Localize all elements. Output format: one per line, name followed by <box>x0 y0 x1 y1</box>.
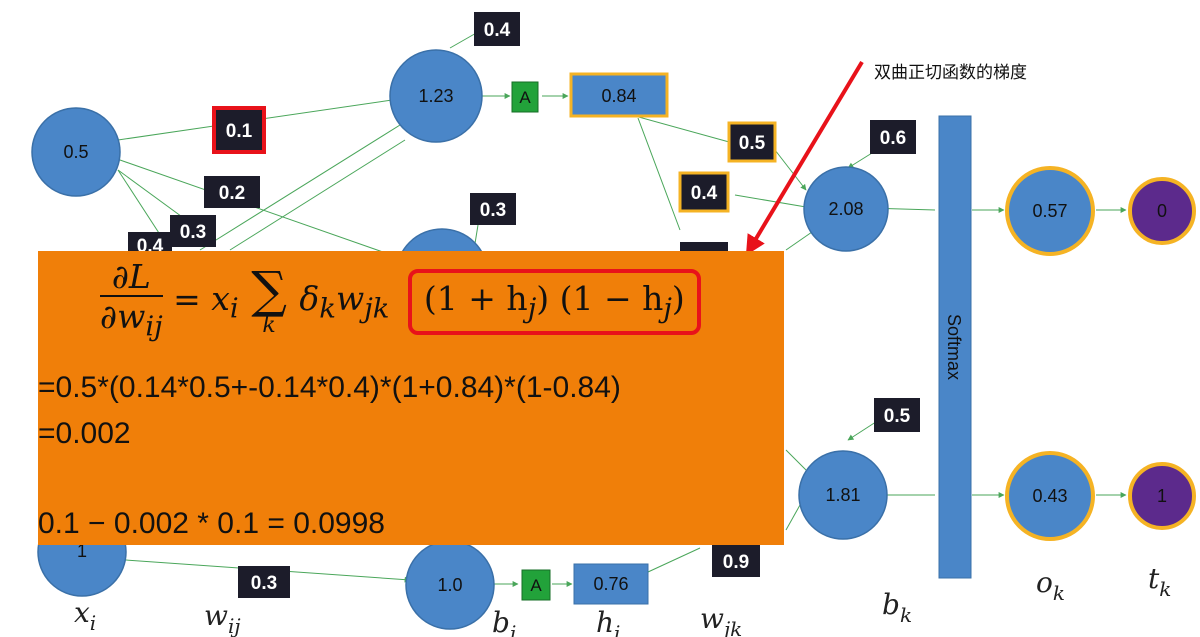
svg-text:1.23: 1.23 <box>418 86 453 106</box>
svg-text:0.3: 0.3 <box>480 200 506 221</box>
svg-text:0.3: 0.3 <box>180 222 206 243</box>
svg-text:1.81: 1.81 <box>825 485 860 505</box>
edge-w05-bk0 <box>774 149 807 191</box>
axis-label-h: hi <box>596 606 620 637</box>
weight-tag-highlight: 0.1 <box>212 106 266 154</box>
edge-h0-w05 <box>634 115 741 146</box>
calc-line-1: =0.5*(0.14*0.5+-0.14*0.4)*(1+0.84)*(1-0.… <box>38 371 621 404</box>
weight-tag-bottom: 0.3 <box>238 566 290 598</box>
output-node-bottom: 0.43 <box>1005 451 1095 541</box>
tanh-gradient-highlight: (1 + hj) (1 − hj) <box>407 269 701 336</box>
bk-bias-tag-bottom: 0.5 <box>874 398 920 432</box>
wjk-tag-04: 0.4 <box>678 171 730 213</box>
svg-text:2.08: 2.08 <box>828 199 863 219</box>
calc-line-2: =0.002 <box>38 417 131 450</box>
weight-tag-03: 0.3 <box>170 215 216 247</box>
gradient-formula: ∂L ∂wij = xi ∑ k δkwjk (1 + hj) (1 − hj) <box>100 257 701 344</box>
target-node-bottom: 1 <box>1128 462 1196 530</box>
weight-tag-02: 0.2 <box>204 176 260 208</box>
svg-text:1: 1 <box>77 541 87 561</box>
formula-box: ∂L ∂wij = xi ∑ k δkwjk (1 + hj) (1 − hj)… <box>38 251 784 545</box>
svg-text:1: 1 <box>1157 486 1167 506</box>
hidden-node-bottom: 1.0 <box>405 540 495 630</box>
output-node-top: 0.57 <box>1005 166 1095 256</box>
formula-sum: ∑ k <box>251 261 287 339</box>
axis-labels: xi wij bi hi wjk bk ok tk <box>74 562 1171 637</box>
svg-text:0.4: 0.4 <box>691 183 718 204</box>
hidden-node-top: 1.23 <box>389 49 483 143</box>
activation-box-bottom: A <box>521 569 551 601</box>
input-node-top: 0.5 <box>31 107 121 197</box>
axis-label-wjk: wjk <box>700 602 742 637</box>
bk-bias-tag-top: 0.6 <box>870 120 916 154</box>
edge-bot-bk1 <box>785 504 801 531</box>
edge-up2-b0 <box>229 139 406 251</box>
bk-node-top: 2.08 <box>803 166 889 252</box>
svg-text:0.1: 0.1 <box>226 121 253 142</box>
annotation-arrow <box>745 60 864 256</box>
svg-text:0.84: 0.84 <box>601 86 636 106</box>
edge-mid-bk0 <box>785 231 813 251</box>
edge-bias-top <box>449 31 479 49</box>
svg-text:0.57: 0.57 <box>1032 201 1067 221</box>
svg-text:0.4: 0.4 <box>484 20 511 41</box>
svg-text:0.3: 0.3 <box>251 573 277 594</box>
softmax-bar: Softmax <box>938 115 972 579</box>
svg-text:0.5: 0.5 <box>884 406 911 427</box>
bias-tag-top: 0.4 <box>474 12 520 46</box>
edges <box>117 31 1127 587</box>
axis-label-w: wij <box>204 599 241 637</box>
hidden-output-bottom: 0.76 <box>573 563 649 605</box>
calc-line-3: 0.1 − 0.002 * 0.1 = 0.0998 <box>38 507 385 540</box>
formula-fraction: ∂L ∂wij <box>100 257 163 343</box>
svg-text:0.9: 0.9 <box>723 552 749 573</box>
wjk-tag-09: 0.9 <box>712 545 760 577</box>
bk-node-bottom: 1.81 <box>798 450 888 540</box>
axis-label-bk: bk <box>882 588 912 627</box>
activation-box-top: A <box>511 81 539 113</box>
edge-h0-w04 <box>637 117 681 231</box>
svg-text:Softmax: Softmax <box>944 314 964 380</box>
svg-text:0.6: 0.6 <box>880 128 906 149</box>
svg-text:0: 0 <box>1157 201 1167 221</box>
axis-label-b: bi <box>492 606 516 637</box>
edge-mid-bk1 <box>785 449 807 471</box>
svg-text:0.76: 0.76 <box>593 574 628 594</box>
target-node-top: 0 <box>1128 177 1196 245</box>
axis-label-t: tk <box>1148 562 1171 601</box>
svg-text:A: A <box>519 88 531 107</box>
hidden-output-top: 0.84 <box>569 72 669 118</box>
axis-label-o: ok <box>1036 566 1065 605</box>
edge-h1-up <box>647 547 701 573</box>
svg-text:0.43: 0.43 <box>1032 486 1067 506</box>
svg-text:1.0: 1.0 <box>437 575 462 595</box>
edge-up-b0 <box>199 124 401 251</box>
edge-x0-b1 <box>119 159 401 259</box>
svg-text:0.2: 0.2 <box>219 183 245 204</box>
axis-label-x: xi <box>74 596 96 635</box>
annotation-text: 双曲正切函数的梯度 <box>874 63 1027 83</box>
svg-text:0.5: 0.5 <box>63 142 88 162</box>
bias-tag-middle: 0.3 <box>470 193 516 225</box>
edge-w04-bk0 <box>734 194 807 208</box>
svg-text:A: A <box>530 576 542 595</box>
svg-text:0.5: 0.5 <box>739 133 766 154</box>
wjk-tag-05: 0.5 <box>727 121 777 163</box>
